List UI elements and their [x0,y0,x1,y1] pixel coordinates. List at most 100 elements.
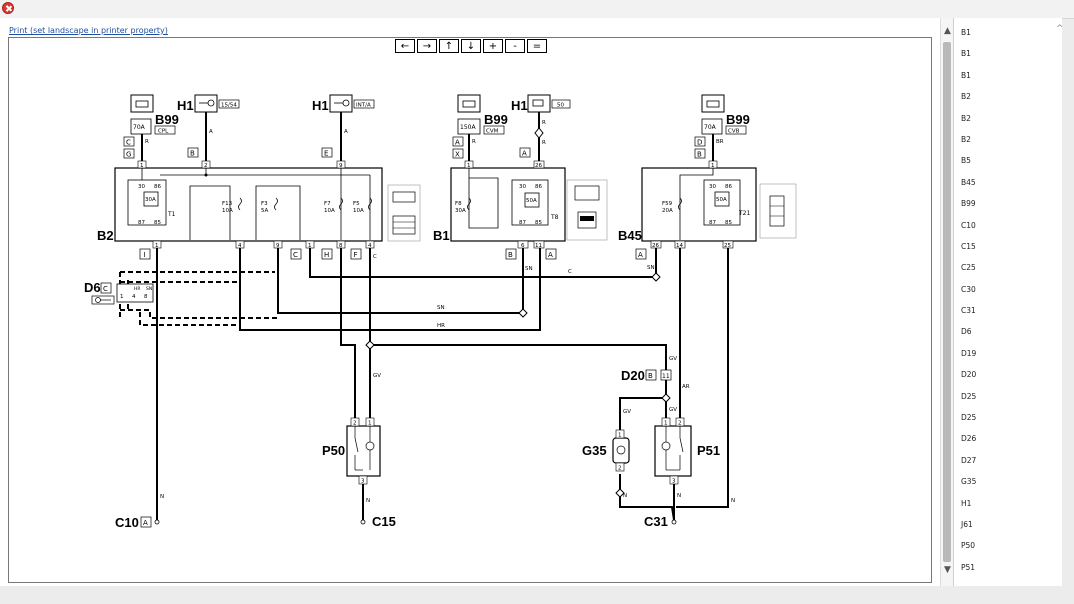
pin-label: 1 [120,294,124,300]
component-list-item[interactable]: D19 [961,348,977,358]
pan-left-button[interactable]: ← [395,39,415,53]
starter-icon [527,94,551,113]
pin-label: 85 [154,220,161,226]
fuse-rating: 10A [324,208,335,214]
component-label: P51 [697,443,720,458]
component-list-item[interactable]: D27 [961,455,977,465]
conn-letter: C [293,251,298,259]
splice-points [365,272,671,498]
component-label: G35 [582,443,607,458]
b45-box [641,167,757,242]
ground-icon [154,519,160,525]
relay-label: T1 [167,211,176,218]
scroll-up-icon[interactable]: ▲ [944,26,951,36]
connector-pinout-thumbnail [759,183,797,239]
wire-color: HR [134,286,141,292]
pan-down-button[interactable]: ↓ [461,39,481,53]
ground-icon [360,519,366,525]
pin-label: 2 [678,421,682,427]
conn-letter: B [648,372,653,380]
b2-bottom-pins: 1 4 9 1 8 4 [152,240,375,249]
component-list-item[interactable]: B45 [961,177,976,187]
component-list-item[interactable]: B2 [961,113,971,123]
component-list-item[interactable]: G35 [961,477,977,487]
component-list-item[interactable]: D25 [961,413,977,423]
component-list-item[interactable]: B1 [961,28,971,37]
component-list-item[interactable]: P50 [961,541,976,551]
wire-color: SN [525,266,533,272]
component-list-item[interactable]: B5 [961,156,971,166]
battery-icon [701,94,725,113]
wire-color: GV [669,407,677,413]
pin-label: 30 [519,184,526,190]
chevron-up-icon[interactable]: ^ [1056,24,1064,34]
conn-letter: A [548,251,553,259]
wires [156,248,729,521]
pin-label: 3 [361,479,365,485]
component-list-item[interactable]: D6 [961,327,972,337]
ignition-key-icon [329,94,353,113]
wire-color: N [623,493,627,499]
conn-letter: X [455,151,460,159]
component-list-item[interactable]: B1 [961,49,971,59]
pan-right-button[interactable]: → [417,39,437,53]
component-list-item[interactable]: P51 [961,562,976,572]
component-list-item[interactable]: D26 [961,434,977,444]
component-list-item[interactable]: D20 [961,370,977,380]
component-label: H1 [312,98,329,113]
component-list-item[interactable]: J61 [961,519,973,529]
component-list-item[interactable]: B2 [961,92,971,102]
print-link[interactable]: Print (set landscape in printer property… [9,26,168,35]
fuse-rating: 10A [222,208,233,214]
fuse-name: F8 [455,201,462,207]
pin-label: 2 [353,421,357,427]
conn-letter: E [324,150,328,158]
diagram-scrollbar[interactable]: ▲ ▼ [940,18,954,586]
component-label: B2 [97,228,114,243]
conn-letter: A [455,139,460,147]
close-icon[interactable] [2,2,14,14]
fuse-rating: 70A [704,124,717,131]
wire-color: R [542,120,546,126]
component-list-item[interactable]: C31 [961,306,976,316]
scroll-thumb[interactable] [943,42,951,562]
fuse-symbol [238,197,372,211]
component-label: B99 [484,112,508,127]
pin-label: 1 [618,433,622,439]
scroll-down-icon[interactable]: ▼ [944,565,951,575]
component-list-item[interactable]: C10 [961,220,976,230]
component-list-item[interactable]: C25 [961,263,976,273]
wire-color: N [731,498,735,504]
status-bar [0,586,1074,604]
conn-letter: A [522,150,527,158]
component-list-item[interactable]: B99 [961,199,976,209]
zoom-in-button[interactable]: + [483,39,503,53]
component-label: B1 [433,228,450,243]
zoom-reset-button[interactable]: = [527,39,547,53]
component-list-item[interactable]: B2 [961,134,971,144]
pin-label: 1 [140,163,144,169]
svg-text:4: 4 [238,243,242,249]
pin-label: 3 [672,479,676,485]
wire-color: GV [623,409,631,415]
component-list-item[interactable]: C15 [961,241,976,251]
fuse-rating: 5A [261,208,268,214]
d6-connector [116,283,154,303]
pin-label: 9 [339,163,343,169]
wire-color: HR [437,323,445,329]
pin-label: 87 [519,220,526,226]
svg-text:4: 4 [368,243,372,249]
p51-box [654,425,692,477]
component-list-item[interactable]: C30 [961,284,976,294]
wire-color: C [373,254,377,260]
pan-up-button[interactable]: ↑ [439,39,459,53]
component-list-item[interactable]: D25 [961,391,977,401]
component-list-item[interactable]: H1 [961,498,972,508]
component-label: H1 [511,98,528,113]
zoom-out-button[interactable]: - [505,39,525,53]
component-list-item[interactable]: B1 [961,70,971,80]
fuse-rating: 150A [460,124,476,131]
conn-letter: B [190,150,195,158]
